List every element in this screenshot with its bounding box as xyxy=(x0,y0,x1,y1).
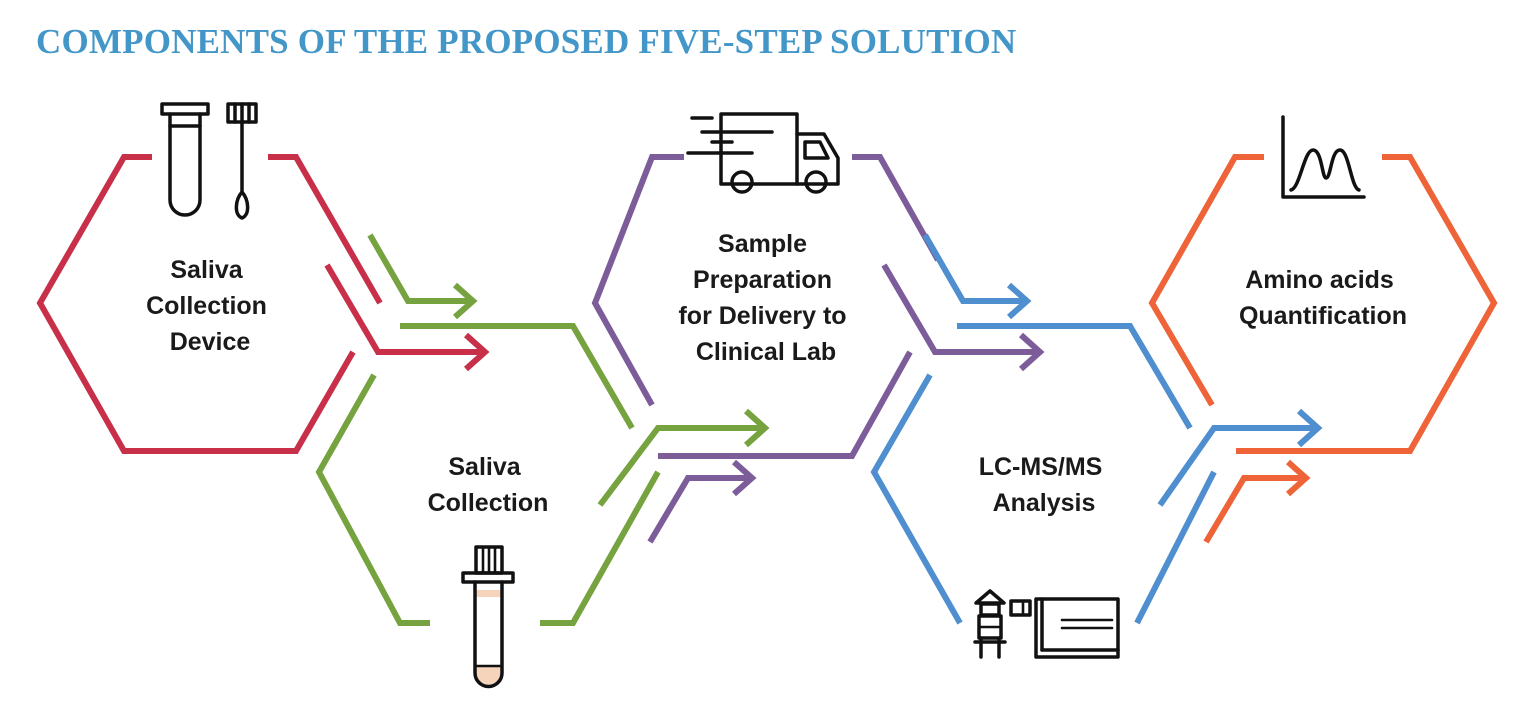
hex-collection-top xyxy=(400,323,635,430)
arrow-analysis-top-head xyxy=(1007,282,1032,320)
hexagon-collection xyxy=(315,323,661,626)
arrow-device-head xyxy=(463,332,490,372)
label-quantification: Amino acids Quantification xyxy=(1239,266,1407,330)
arrow-collection-mid xyxy=(597,425,765,507)
hex-quantification-left xyxy=(1148,154,1264,407)
arrow-preparation-low xyxy=(647,475,752,544)
label-collection: Saliva Collection xyxy=(428,453,549,517)
hex-analysis-right xyxy=(1134,470,1217,625)
arrow-analysis-top xyxy=(922,233,1027,304)
arrow-collection-mid-head xyxy=(743,408,770,448)
label-analysis: LC-MS/MS Analysis xyxy=(979,453,1110,517)
hex-preparation-right xyxy=(852,154,941,262)
hex-quantification-right xyxy=(1236,154,1498,454)
arrow-collection-top xyxy=(367,233,473,304)
hexagon-device xyxy=(36,154,383,454)
label-device: Saliva Collection Device xyxy=(146,256,274,356)
tube-liquid-top xyxy=(476,590,501,597)
arrow-collection-top-head xyxy=(453,282,478,320)
hexagon-analysis xyxy=(870,323,1217,625)
lcms-instrument-icon xyxy=(973,589,1120,659)
label-preparation: Sample Preparation for Delivery to Clini… xyxy=(678,230,853,366)
hex-preparation-left xyxy=(591,154,684,407)
arrow-analysis-right-head xyxy=(1296,408,1323,448)
hex-device-right-upper xyxy=(268,154,383,305)
tube-liquid-bottom xyxy=(476,666,501,685)
arrow-quantification xyxy=(1203,475,1306,544)
saliva-tube-icon xyxy=(461,545,515,689)
delivery-truck-icon xyxy=(686,112,840,194)
hex-collection-right xyxy=(540,470,661,626)
arrow-preparation-right xyxy=(881,263,1040,355)
chromatogram-icon xyxy=(1281,115,1366,199)
hex-preparation-bottom xyxy=(658,350,913,459)
arrow-preparation-low-head xyxy=(732,459,757,497)
arrow-quantification-head xyxy=(1286,459,1311,497)
hex-analysis-main xyxy=(870,373,963,625)
arrow-preparation-right-head xyxy=(1018,332,1045,372)
hex-device-upper xyxy=(36,154,356,454)
hexagon-preparation xyxy=(591,154,941,459)
arrow-device xyxy=(324,263,485,355)
diagram-title: COMPONENTS OF THE PROPOSED FIVE-STEP SOL… xyxy=(36,22,1017,61)
tube-and-swab-icon xyxy=(160,102,258,220)
hex-collection-main xyxy=(315,373,430,626)
hex-analysis-top xyxy=(957,323,1193,430)
hexagon-quantification xyxy=(1148,154,1498,454)
arrows xyxy=(324,233,1323,544)
arrow-analysis-right xyxy=(1157,425,1318,507)
